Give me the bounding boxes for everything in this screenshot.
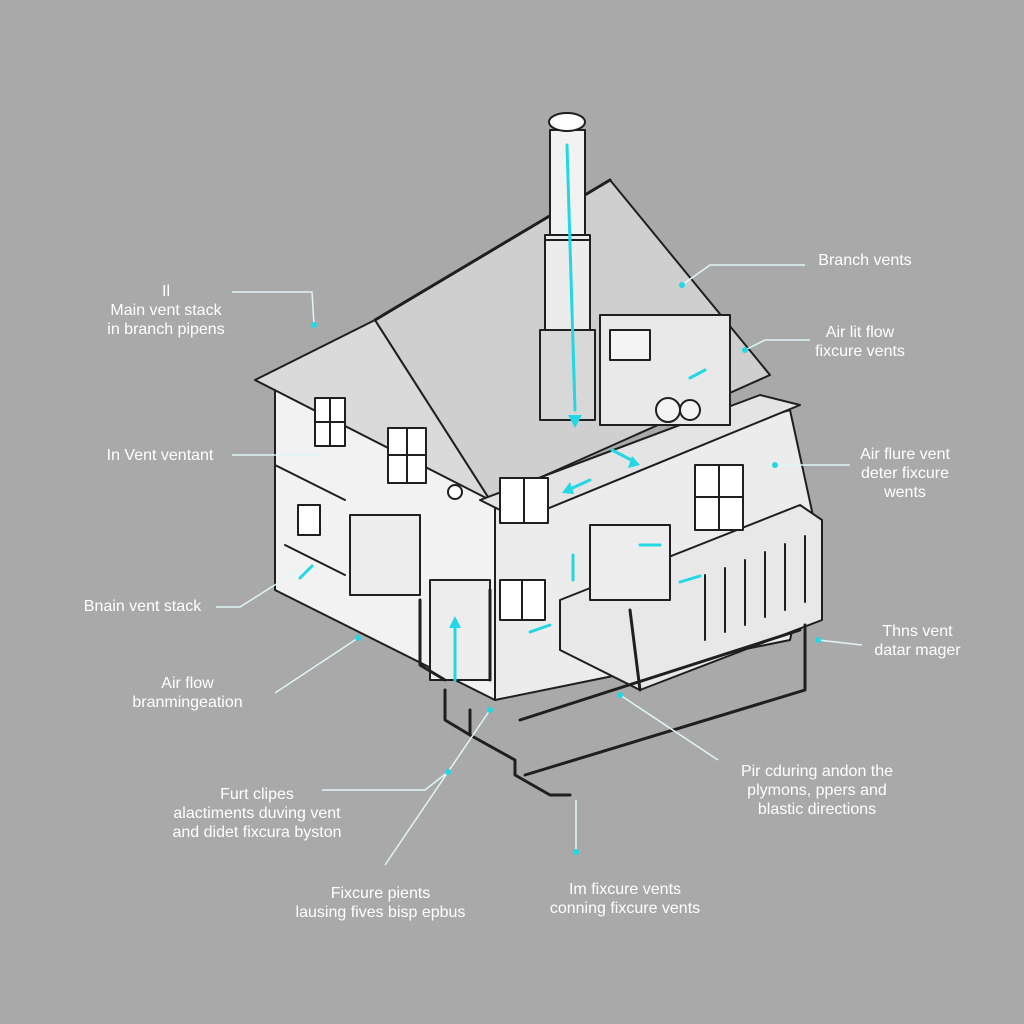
leader-dot <box>487 707 493 713</box>
leader-line <box>817 639 863 646</box>
leader-line <box>619 694 719 761</box>
leader-dot <box>679 282 685 288</box>
leader-line <box>681 264 805 286</box>
round-vent <box>447 484 463 500</box>
leader-dot <box>445 769 451 775</box>
leader-line <box>232 291 315 326</box>
label-branch-vents: Branch vents <box>818 252 912 269</box>
leader-dot <box>815 637 821 643</box>
porch-railing <box>704 535 806 641</box>
cutaway-room <box>429 579 491 681</box>
tank <box>679 399 701 421</box>
cutaway-room <box>589 524 671 601</box>
label-in-vent-ventant: In Vent ventant <box>106 447 214 464</box>
floor-line <box>284 544 346 576</box>
leader-dot <box>573 849 579 855</box>
leader-dot <box>355 635 361 641</box>
leader-line <box>216 565 306 608</box>
airflow-arrow <box>528 623 552 634</box>
airflow-arrow-down <box>565 143 577 412</box>
leader-dot <box>742 347 748 353</box>
drain-pipe <box>443 688 472 737</box>
airflow-arrow <box>678 574 702 584</box>
leader-line <box>274 637 359 694</box>
leader-dot <box>772 462 778 468</box>
leader-dot <box>311 322 317 328</box>
leader-line <box>744 339 810 351</box>
label-brain-vent-stack: Bnain vent stack <box>83 598 202 615</box>
window <box>297 504 321 536</box>
airflow-arrow <box>298 564 314 580</box>
airflow-arrow <box>688 368 707 380</box>
leader-line <box>322 771 449 791</box>
leader-line <box>384 709 491 866</box>
drain-pipe <box>518 628 802 722</box>
floor-line <box>274 464 346 501</box>
drain-pipe <box>523 623 807 777</box>
vent-stack-cap <box>548 112 586 132</box>
vent-stack-base <box>539 329 596 421</box>
cutaway-room <box>349 514 421 596</box>
drain-pipe <box>468 733 572 797</box>
vent-stack-lower <box>544 234 591 331</box>
water-heater <box>655 397 681 423</box>
vent-box <box>609 329 651 361</box>
leader-dot <box>617 692 623 698</box>
branch-pipe <box>628 608 642 692</box>
branch-pipe <box>418 598 447 682</box>
